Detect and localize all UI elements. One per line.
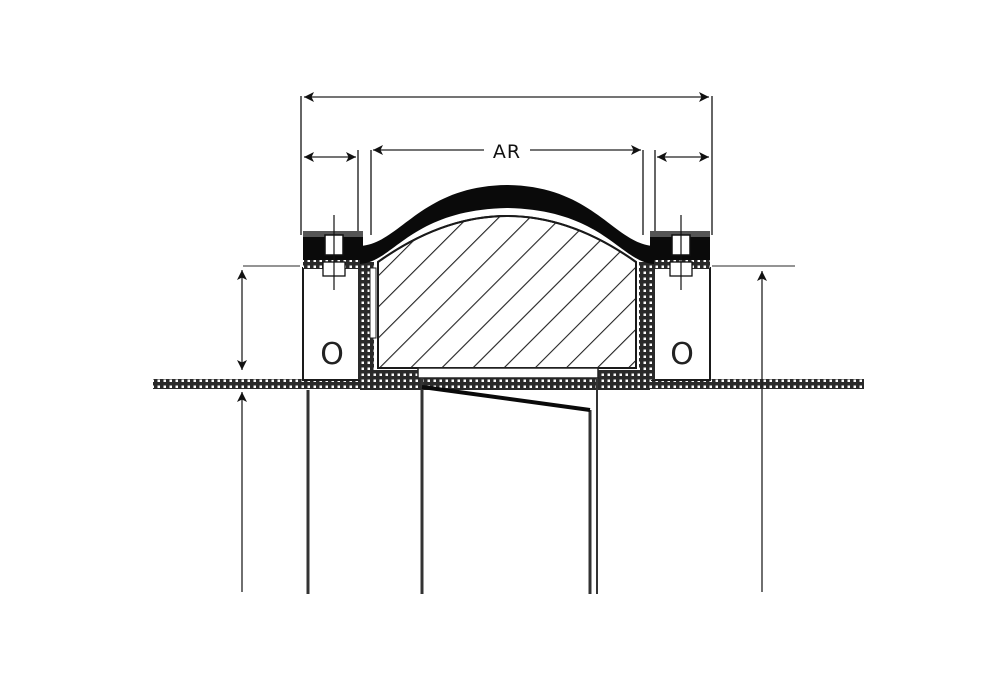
- dimension-overall-width: [300, 92, 713, 235]
- ar-label: AR: [493, 141, 521, 163]
- dimension-flange-height: [237, 265, 300, 370]
- right-flange: [639, 215, 711, 381]
- base-plate-right: [594, 379, 864, 389]
- right-bolt-mark: O: [670, 337, 694, 372]
- dimension-flange-left: [304, 150, 359, 235]
- pipe: [306, 378, 598, 594]
- rubber-bellow: [360, 185, 654, 264]
- dimension-flange-right: [654, 150, 709, 235]
- dimension-total-height-right: [712, 265, 795, 592]
- dimension-inner-width-ar: AR: [370, 141, 644, 235]
- left-flange: [302, 215, 377, 381]
- base-plate-left: [153, 379, 423, 389]
- left-bolt-mark: O: [320, 337, 344, 372]
- core-base-plate: [417, 367, 599, 379]
